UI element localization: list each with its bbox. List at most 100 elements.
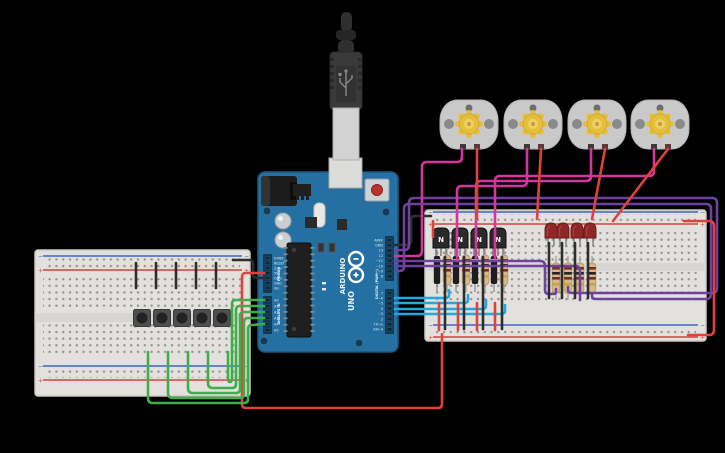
pin-label: 2 (381, 317, 383, 321)
wire-red-motor4[interactable] (611, 147, 670, 223)
pin-label: 5V (274, 271, 279, 275)
wire-purple-pin13[interactable] (393, 196, 719, 295)
pin-label: ~5 (378, 302, 383, 306)
red-led-4[interactable] (583, 222, 597, 246)
rail-label: − (428, 323, 433, 330)
smd-part (328, 242, 336, 253)
wire-green-a2[interactable] (186, 310, 266, 395)
usb-cable-tip (341, 12, 352, 32)
pin-label: A2 (274, 310, 278, 314)
pin-label: 4 (381, 307, 383, 311)
motor-terminal-positive[interactable] (538, 144, 544, 150)
rail-label: − (38, 254, 43, 261)
rail-label: − (38, 364, 43, 371)
pushbutton-5[interactable] (213, 309, 231, 328)
dc-gearmotor-4[interactable] (630, 99, 690, 150)
wire-red-motor2[interactable] (535, 147, 543, 221)
motor-gear-icon (455, 110, 483, 138)
wire-red-motor3[interactable] (590, 147, 607, 221)
wire-magenta-motor1-pin12[interactable] (393, 147, 464, 258)
pushbutton-4[interactable] (193, 309, 211, 328)
pin-header[interactable] (385, 236, 394, 281)
npn-transistor-1[interactable]: N (432, 227, 450, 256)
smd-chip (337, 219, 347, 230)
motor-shaft (465, 104, 473, 112)
rail-label: − (244, 254, 249, 261)
pushbutton-2[interactable] (153, 309, 171, 328)
motor-gear-icon (583, 110, 611, 138)
motor-terminal-negative[interactable] (651, 144, 657, 150)
rail-label: − (244, 364, 249, 371)
wire-red-5v-to-right-board[interactable] (240, 271, 444, 410)
wire-magenta-motor2[interactable] (455, 147, 529, 262)
arduino-brand-text: ARDUINO (339, 258, 347, 295)
wire-green-a0[interactable] (226, 298, 266, 384)
rail-label: + (38, 268, 43, 275)
wire-magenta-motor4[interactable] (493, 147, 656, 260)
motor-terminal-positive[interactable] (665, 144, 671, 150)
dc-gearmotor-2[interactable] (503, 99, 563, 150)
pin-header[interactable] (385, 289, 394, 334)
motor-terminal-negative[interactable] (460, 144, 466, 150)
pin-label: 12 (379, 254, 383, 258)
arduino-model-text: UNO (347, 291, 356, 311)
pin-label: IOREF (274, 256, 284, 260)
motor-shaft (656, 104, 664, 112)
rail-label: + (244, 268, 249, 275)
power-group-label: POWER (277, 267, 281, 281)
rail-label: + (700, 222, 705, 229)
transistor-label: N (495, 236, 501, 244)
dc-gearmotor-1[interactable] (439, 99, 499, 150)
rail-label: + (244, 378, 249, 385)
mounting-hole (259, 336, 269, 346)
usb-plug (329, 51, 363, 111)
pin-label: GND (375, 244, 383, 248)
transistor-label: N (476, 236, 482, 244)
pin-label: ~10 (376, 264, 383, 268)
digital-group-label: DIGITAL (PWM~) (375, 269, 379, 299)
led-resistor-1[interactable] (551, 256, 561, 300)
wire-purple-pin11[interactable] (393, 259, 558, 296)
pin-label: ~6 (378, 297, 383, 301)
motor-gear-icon (519, 110, 547, 138)
reset-button[interactable] (364, 178, 390, 202)
pin-label: ~3 (378, 312, 383, 316)
motor-terminal-negative[interactable] (524, 144, 530, 150)
analog-group-label: ANALOG IN (277, 303, 281, 324)
dc-gearmotor-3[interactable] (567, 99, 627, 150)
capacitor (274, 212, 292, 230)
pushbutton-1[interactable] (133, 309, 151, 328)
wire-green-a4[interactable] (146, 322, 266, 405)
voltage-regulator (293, 184, 311, 196)
pin-label: TX→1 (373, 323, 383, 327)
rail-label: + (700, 335, 705, 342)
pin-label: ~9 (378, 270, 383, 274)
wire-black-gnd-left[interactable] (231, 258, 266, 280)
arduino-board[interactable]: IOREFRESET3.3V5VGNDGNDVinA0A1A2A3A4A5ARE… (257, 157, 399, 353)
wire-green-a3[interactable] (166, 316, 266, 400)
arduino-logo (322, 250, 365, 291)
pin-label: A1 (274, 304, 278, 308)
rail-label: − (428, 210, 433, 217)
motor-terminal-positive[interactable] (474, 144, 480, 150)
motor-terminal-positive[interactable] (602, 144, 608, 150)
red-led-2[interactable] (556, 222, 570, 246)
pin-label: RESET (274, 261, 286, 265)
pin-label: GND (274, 281, 282, 285)
motor-shaft (529, 104, 537, 112)
motor-terminal-negative[interactable] (588, 144, 594, 150)
pushbutton-3[interactable] (173, 309, 191, 328)
mounting-hole (381, 207, 391, 217)
pin-label: A0 (274, 298, 278, 302)
usb-cable[interactable] (329, 12, 363, 161)
wire-green-a1[interactable] (206, 304, 266, 390)
wire-purple-pin9[interactable] (393, 202, 713, 301)
pin-label: A5 (274, 328, 278, 332)
wire-red-rail-wrap[interactable] (682, 219, 716, 337)
left-breadboard-top-rail[interactable]: − + − + (38, 254, 249, 275)
pin-label: 7 (381, 291, 383, 295)
pin-label: RX←0 (373, 328, 383, 332)
power-jack (261, 176, 297, 206)
